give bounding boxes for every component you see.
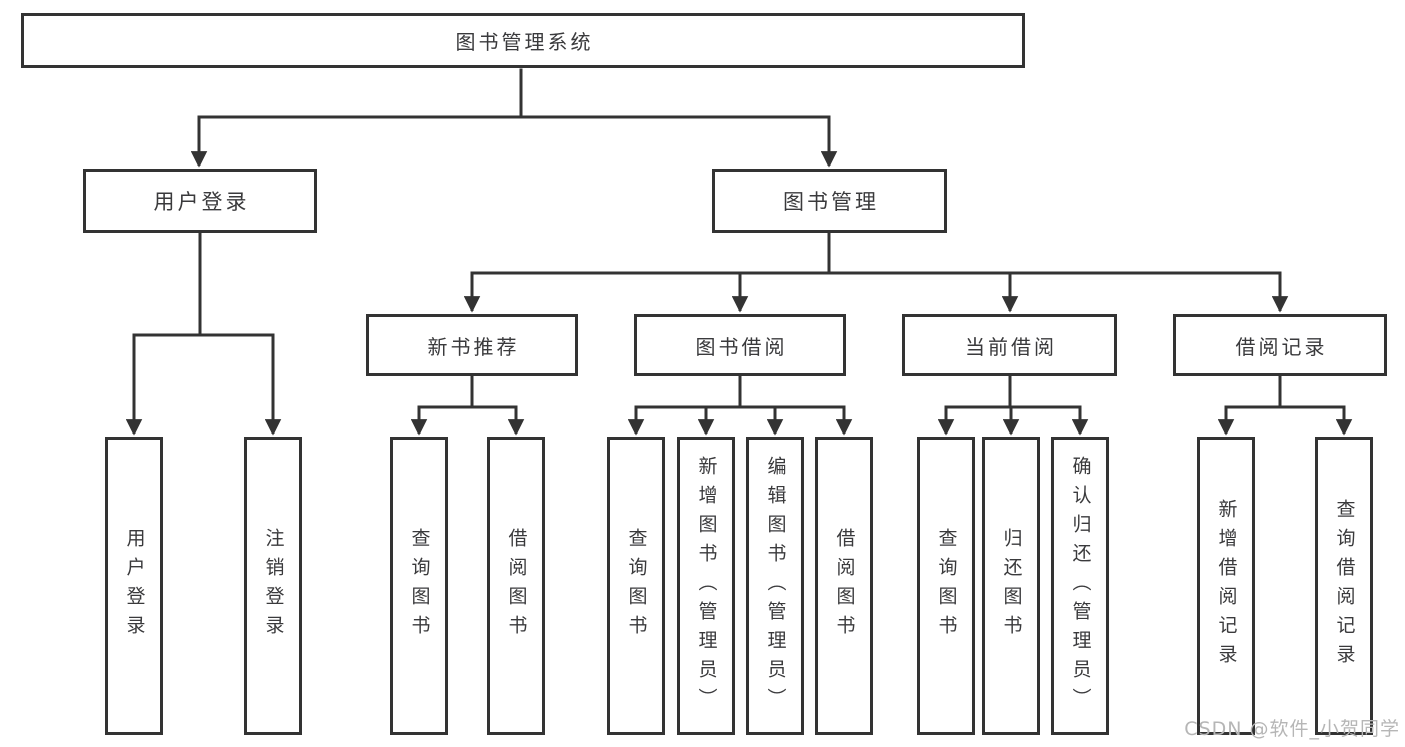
- leaf-user-login: 用户登录: [105, 437, 163, 735]
- leaf-borrow-books-recommend: 借阅图书: [487, 437, 545, 735]
- node-book-management: 图书管理: [712, 169, 947, 233]
- leaf-label: 查询图书: [935, 528, 958, 644]
- leaf-label: 查询图书: [625, 528, 648, 644]
- leaf-edit-books-admin: 编辑图书（管理员）: [746, 437, 804, 735]
- leaf-add-borrow-record: 新增借阅记录: [1197, 437, 1255, 735]
- leaf-label: 借阅图书: [833, 528, 856, 644]
- leaf-label: 编辑图书（管理员）: [764, 455, 787, 717]
- leaf-confirm-return-admin: 确认归还（管理员）: [1051, 437, 1109, 735]
- connector-arrows: [125, 117, 1353, 436]
- leaf-label: 确认归还（管理员）: [1069, 455, 1092, 717]
- node-book-borrow: 图书借阅: [634, 314, 846, 376]
- csdn-watermark: CSDN @软件_小贺同学: [1184, 718, 1400, 740]
- leaf-query-books-recommend: 查询图书: [390, 437, 448, 735]
- leaf-borrow-books: 借阅图书: [815, 437, 873, 735]
- leaf-label: 注销登录: [262, 528, 285, 644]
- leaf-query-borrow-record: 查询借阅记录: [1315, 437, 1373, 735]
- leaf-query-books-borrow: 查询图书: [607, 437, 665, 735]
- node-current-borrow: 当前借阅: [902, 314, 1117, 376]
- leaf-logout: 注销登录: [244, 437, 302, 735]
- leaf-label: 新增借阅记录: [1215, 499, 1238, 673]
- leaf-add-books-admin: 新增图书（管理员）: [677, 437, 735, 735]
- leaf-label: 借阅图书: [505, 528, 528, 644]
- node-new-book-recommend: 新书推荐: [366, 314, 578, 376]
- leaf-label: 新增图书（管理员）: [695, 455, 718, 717]
- node-borrow-records: 借阅记录: [1173, 314, 1387, 376]
- connector-trunks: [132, 68, 1346, 409]
- leaf-label: 查询图书: [408, 528, 431, 644]
- node-user-login: 用户登录: [83, 169, 317, 233]
- leaf-label: 查询借阅记录: [1333, 499, 1356, 673]
- node-root-system: 图书管理系统: [21, 13, 1025, 68]
- leaf-label: 归还图书: [1000, 528, 1023, 644]
- leaf-query-books-current: 查询图书: [917, 437, 975, 735]
- leaf-return-books: 归还图书: [982, 437, 1040, 735]
- leaf-label: 用户登录: [123, 528, 146, 644]
